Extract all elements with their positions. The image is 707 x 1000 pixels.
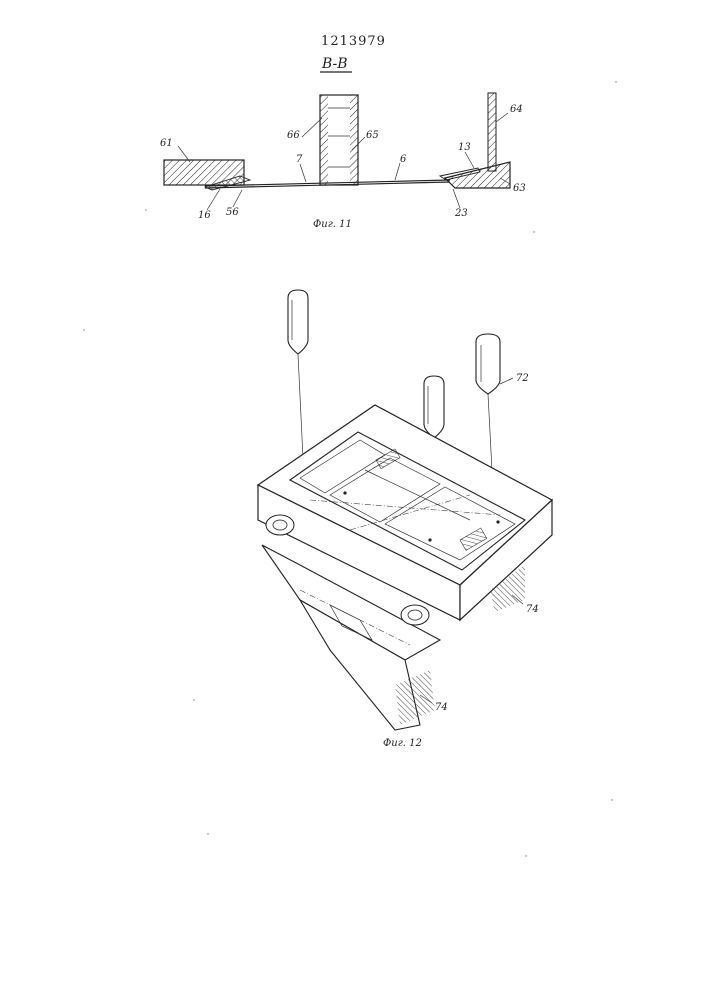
label-66: 66 <box>287 130 300 141</box>
label-74-right: 74 <box>526 604 539 615</box>
figure-11: B-B <box>160 56 526 230</box>
label-64: 64 <box>510 104 523 115</box>
label-6: 6 <box>400 154 407 165</box>
figure-12: 72 74 <box>258 290 552 749</box>
label-7: 7 <box>296 154 303 165</box>
section-title: B-B <box>321 56 348 72</box>
label-16: 16 <box>198 210 211 221</box>
label-56: 56 <box>226 207 239 218</box>
label-13: 13 <box>458 142 471 153</box>
figure-12-caption: Фиг. 12 <box>383 738 422 749</box>
roller-left <box>266 515 294 535</box>
label-63: 63 <box>513 183 526 194</box>
figure-11-caption: Фиг. 11 <box>313 219 352 230</box>
block-63 <box>445 162 510 188</box>
label-74-left: 74 <box>435 702 448 713</box>
label-61: 61 <box>160 138 173 149</box>
label-65: 65 <box>366 130 379 141</box>
arrow-72 <box>500 378 513 384</box>
bar-64 <box>488 93 496 171</box>
label-23: 23 <box>454 208 468 219</box>
roller-bottom <box>401 605 429 625</box>
label-72: 72 <box>516 373 529 384</box>
